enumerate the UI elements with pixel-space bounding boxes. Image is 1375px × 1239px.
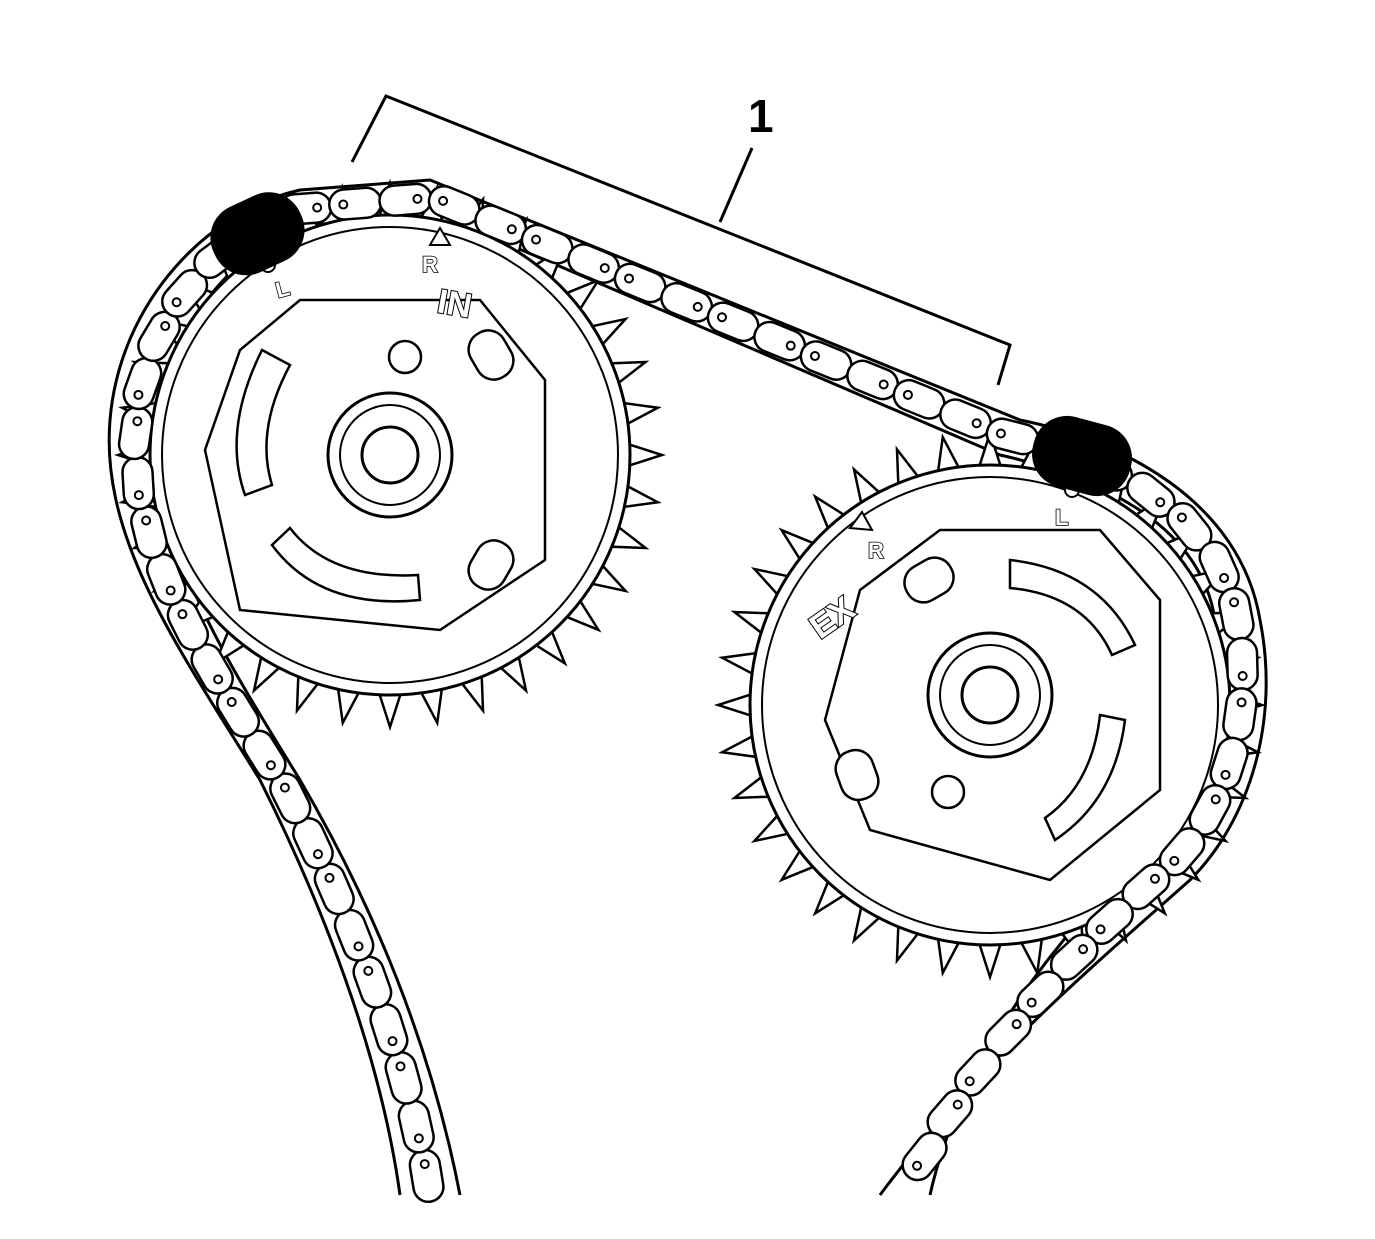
chain-pin: [1220, 769, 1231, 780]
chain-pin: [809, 351, 820, 362]
chain-link: [1218, 587, 1255, 642]
chain-pin: [395, 1061, 406, 1072]
exhaust-dowel-hole: [930, 774, 966, 810]
chain-pin: [964, 1076, 975, 1087]
chain-pin: [387, 1036, 398, 1047]
chain-pin: [1011, 1019, 1022, 1030]
chain-pin: [438, 195, 449, 206]
chain-pin: [279, 782, 290, 793]
intake-sprocket: IN L R: [113, 178, 667, 732]
chain-link: [397, 1099, 435, 1154]
chain-pin: [363, 965, 374, 976]
chain-pin: [692, 301, 703, 312]
intake-mark-r: R: [422, 252, 438, 277]
chain-pin: [177, 609, 188, 620]
chain-pin: [785, 340, 796, 351]
chain-pin: [141, 515, 152, 526]
chain-pin: [952, 1099, 963, 1110]
exhaust-mark-l: L: [1055, 505, 1068, 530]
callout-number: 1: [748, 90, 774, 142]
chain-link: [384, 1051, 423, 1105]
chain-pin: [133, 490, 144, 501]
chain-pin: [912, 1160, 923, 1171]
chain-pin: [1095, 924, 1106, 935]
chain-pin: [531, 234, 542, 245]
chain-link: [369, 1002, 409, 1057]
chain-pin: [165, 585, 176, 596]
chain-link: [378, 182, 433, 217]
chain-pin: [412, 193, 423, 204]
chain-pin: [226, 697, 237, 708]
chain-pin: [265, 760, 276, 771]
intake-dowel-hole: [387, 339, 423, 375]
chain-pin: [132, 416, 143, 427]
chain-pin: [624, 273, 635, 284]
chain-pin: [1219, 572, 1230, 583]
chain-pin: [133, 389, 144, 400]
exhaust-triangle-mark: [848, 510, 874, 532]
chain-pin: [313, 849, 324, 860]
chain-pin: [506, 224, 517, 235]
chain-pin: [716, 312, 727, 323]
chain-pin: [1176, 512, 1187, 523]
chain-pin: [1169, 855, 1180, 866]
chain-pin: [1236, 697, 1247, 708]
timing-chain: [107, 178, 1268, 1196]
chain-pin: [324, 872, 335, 883]
chain-pin: [213, 674, 224, 685]
chain-pin: [160, 321, 171, 332]
chain-pin: [599, 263, 610, 274]
exhaust-timing-link: [1032, 415, 1132, 497]
chain-pin: [419, 1159, 430, 1170]
chain-pin: [878, 379, 889, 390]
chain-pin: [171, 297, 182, 308]
exhaust-mark-r: R: [868, 538, 884, 563]
chain-link: [121, 455, 156, 511]
chain-pin: [353, 941, 364, 952]
chain-pin: [971, 418, 982, 429]
callout-bracket: [350, 94, 1012, 386]
chain-pin: [413, 1133, 424, 1144]
chain-pin: [312, 202, 323, 213]
chain-pin: [1026, 997, 1037, 1008]
chain-pin: [1229, 597, 1240, 608]
chain-link: [1225, 636, 1259, 692]
chain-pin: [1155, 497, 1166, 508]
chain-link: [408, 1148, 445, 1204]
chain-pin: [1237, 671, 1248, 682]
intake-label: IN: [435, 282, 475, 325]
chain-pin: [1078, 944, 1089, 955]
chain-pin: [338, 199, 349, 210]
intake-timing-link: [210, 192, 305, 276]
chain-pin: [995, 428, 1006, 439]
chain-pin: [1210, 794, 1221, 805]
intake-triangle-mark: [428, 226, 452, 246]
chain-pin: [1149, 873, 1160, 884]
chain-pin: [902, 389, 913, 400]
chain-link: [328, 186, 383, 221]
